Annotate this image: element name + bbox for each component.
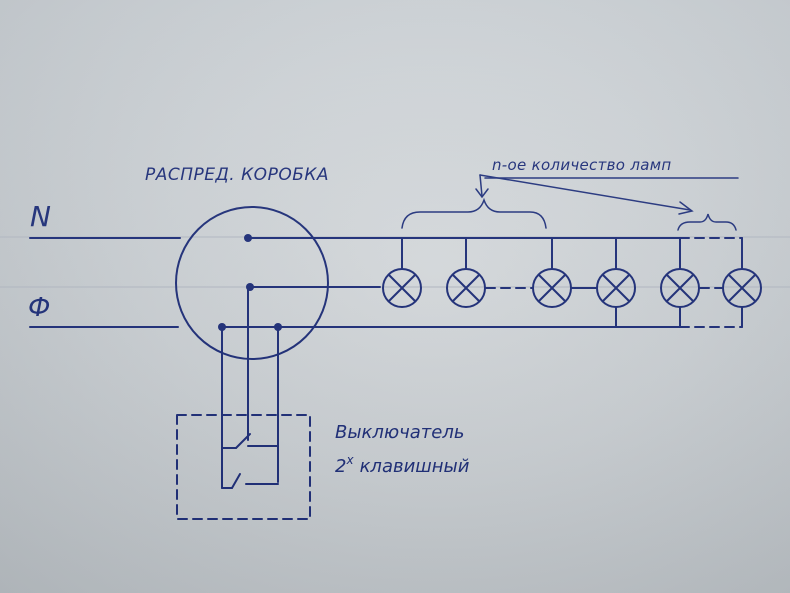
arrow-icon (479, 174, 694, 215)
switch-contact-icon (231, 473, 279, 489)
neutral-label: N (30, 200, 51, 233)
junction-box (175, 206, 381, 363)
switch-label-sup: х (345, 453, 354, 467)
lamp-row (382, 237, 762, 328)
switch-contact-icon (221, 433, 279, 449)
junction-dot-icon (246, 283, 254, 291)
switch-wires (221, 326, 279, 489)
switch-enclosure (176, 414, 311, 520)
lamp-group-brace-small (677, 213, 737, 231)
lamp-group-brace (401, 197, 547, 229)
switch-label-rest: клавишный (360, 456, 470, 477)
lamp-symbol-icon (532, 237, 572, 308)
switch-label-line1: Выключатель (335, 422, 464, 443)
arrow-icon (475, 174, 489, 199)
switch-label-two: 2 (335, 456, 346, 477)
lamp-symbol-icon (660, 237, 700, 328)
junction-dot-icon (244, 234, 252, 242)
phase-label: Ф (28, 293, 50, 323)
lamps-note-label: n-ое количество ламп (492, 156, 671, 174)
lamp-symbol-icon (446, 237, 486, 308)
lamp-symbol-icon (382, 237, 422, 308)
lamp-symbol-icon (596, 237, 636, 328)
junction-box-label: РАСПРЕД. КОРОБКА (145, 165, 329, 185)
switch-label-line2: 2х клавишный (335, 453, 470, 477)
lamp-symbol-icon (722, 237, 762, 328)
